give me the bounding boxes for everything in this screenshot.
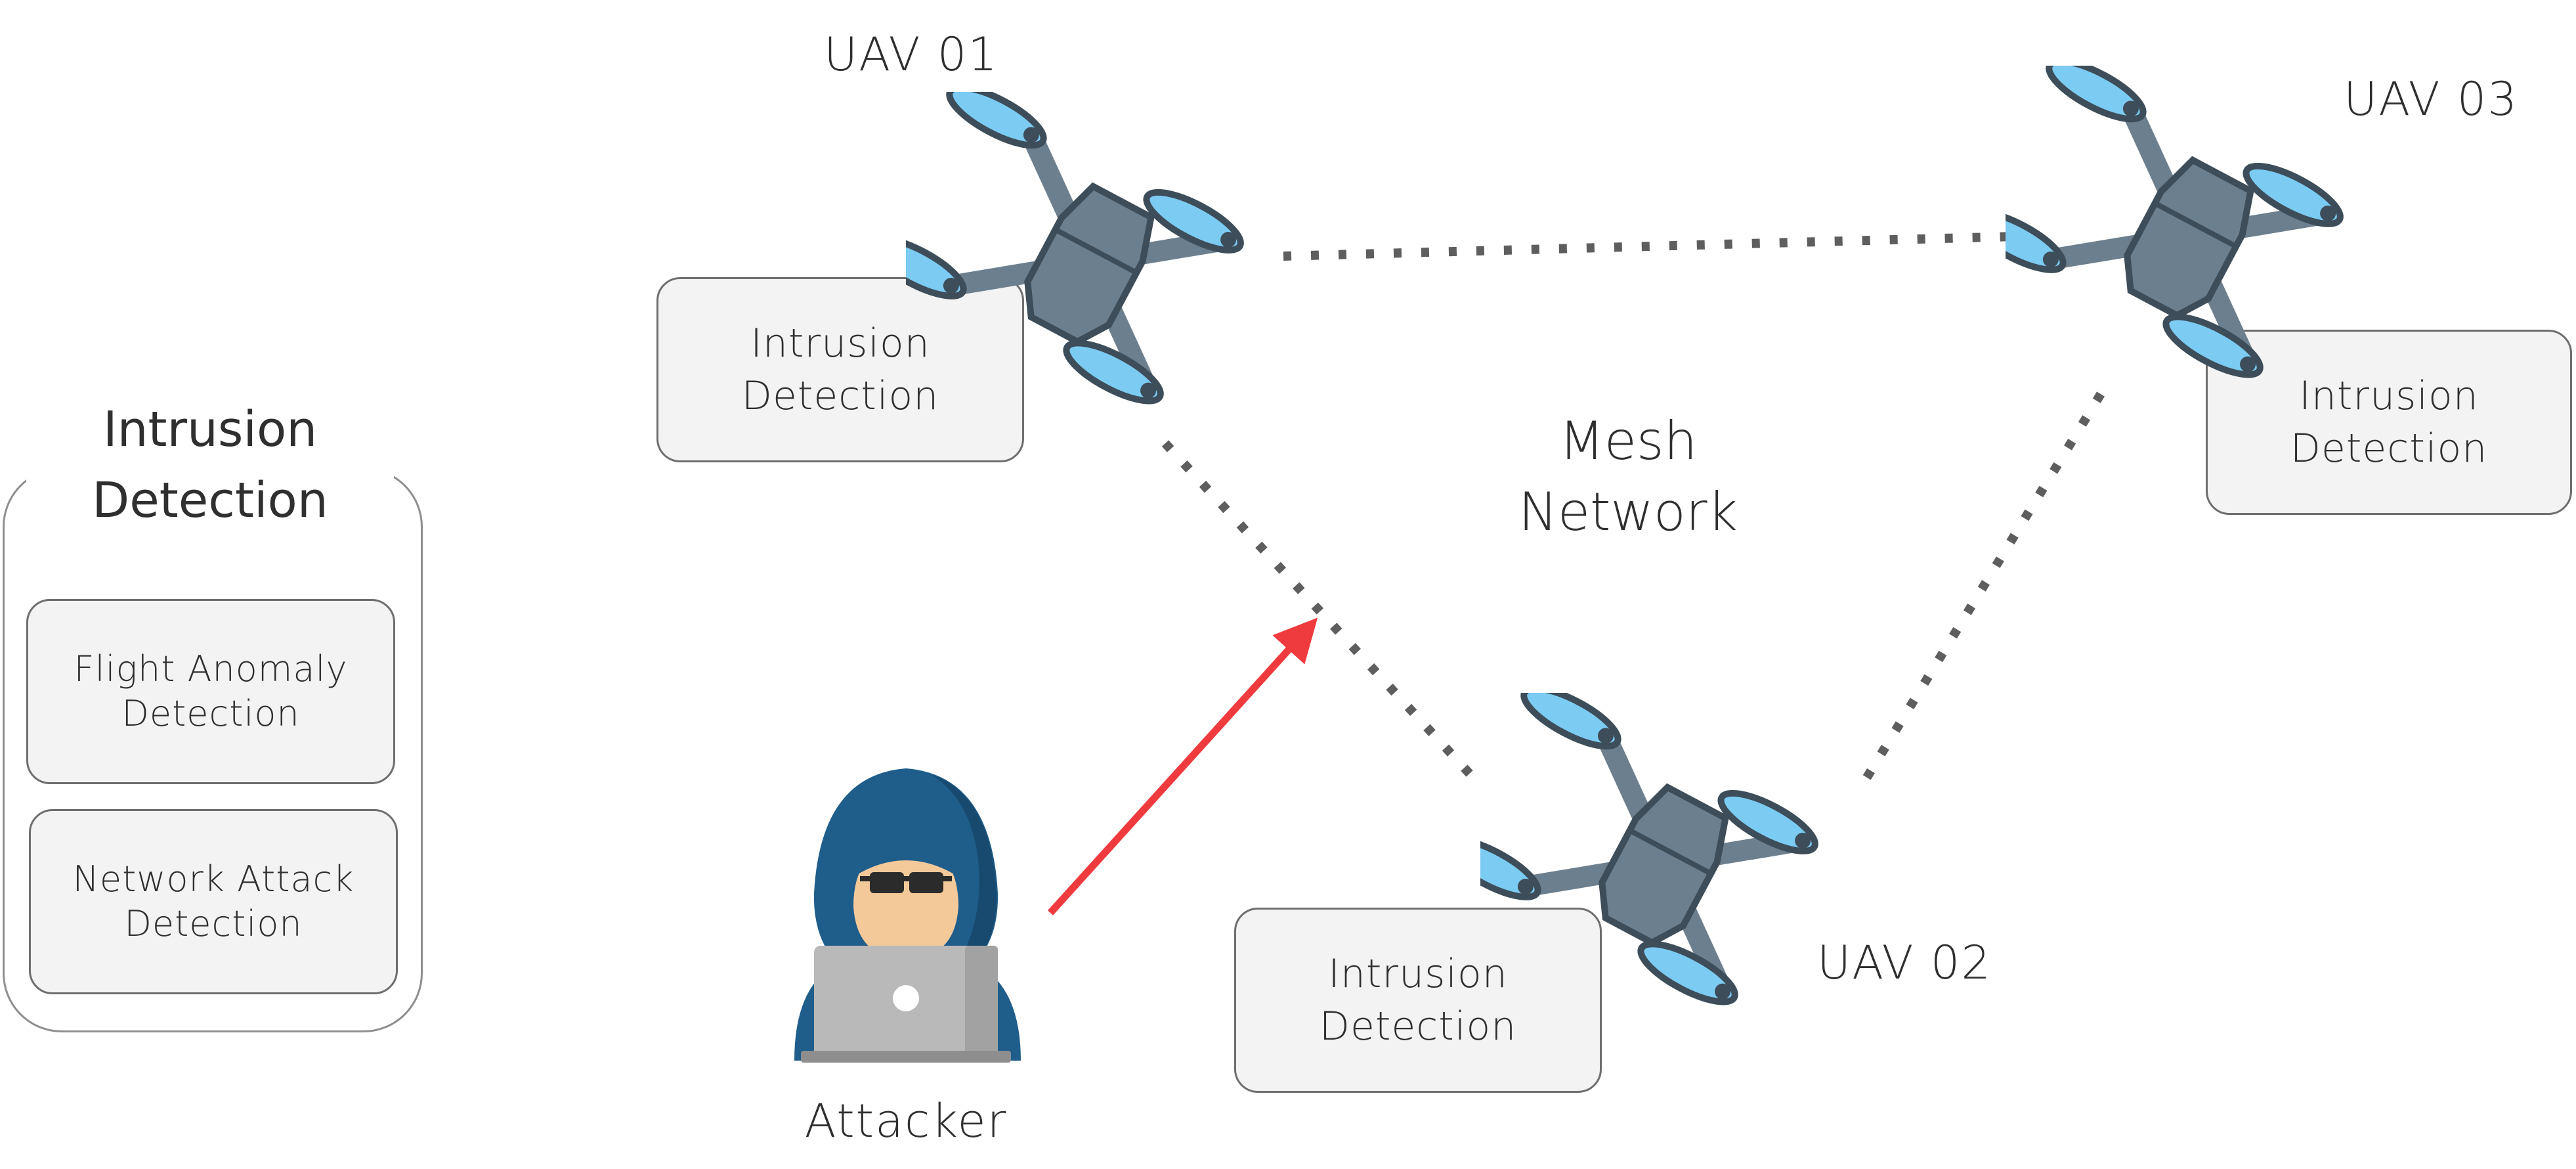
uav02-intrusion-detection-box: Intrusion Detection xyxy=(1234,908,1602,1093)
mesh-link-uav01-uav02 xyxy=(1161,440,1478,782)
ids-label-line2: Detection xyxy=(2290,426,2488,472)
ids-label-line2: Detection xyxy=(1319,1004,1517,1049)
ids-label-line1: Intrusion xyxy=(1328,951,1508,997)
panel-title-line1: Intrusion xyxy=(102,401,318,458)
uav02-label: UAV 02 xyxy=(1817,936,1992,990)
flight-anomaly-detection-box: Flight Anomaly Detection xyxy=(26,599,395,784)
network-attack-detection-box: Network Attack Detection xyxy=(29,809,398,994)
panel-title-line2: Detection xyxy=(92,472,328,529)
uav03-drone-icon xyxy=(2006,66,2344,378)
ids-label-line1: Intrusion xyxy=(750,320,930,366)
attack-arrow xyxy=(1047,617,1318,915)
module-label-line1: Flight Anomaly xyxy=(74,648,348,690)
ids-label-line2: Detection xyxy=(741,373,939,419)
uav01-drone-icon xyxy=(906,92,1244,405)
ids-label-line1: Intrusion xyxy=(2299,373,2479,419)
uav01-intrusion-detection-box: Intrusion Detection xyxy=(656,277,1024,462)
module-label-line2: Detection xyxy=(121,693,300,734)
mesh-link-uav01-uav03 xyxy=(1283,232,2016,261)
uav02-drone-icon xyxy=(1480,693,1818,1005)
module-label-line2: Detection xyxy=(124,903,303,944)
uav03-label: UAV 03 xyxy=(2344,72,2518,126)
mesh-label-line2: Network xyxy=(1518,481,1738,542)
attacker-icon xyxy=(794,768,1021,1063)
uav03-intrusion-detection-box: Intrusion Detection xyxy=(2206,330,2572,515)
mesh-network-label: Mesh Network xyxy=(1477,406,1779,548)
module-label-line1: Network Attack xyxy=(72,858,354,900)
mesh-label-line1: Mesh xyxy=(1558,410,1698,472)
attacker-label: Attacker xyxy=(804,1094,1008,1148)
uav01-label: UAV 01 xyxy=(824,28,998,81)
mesh-link-uav03-uav02 xyxy=(1860,391,2105,784)
panel-title: Intrusion Detection xyxy=(26,394,394,536)
